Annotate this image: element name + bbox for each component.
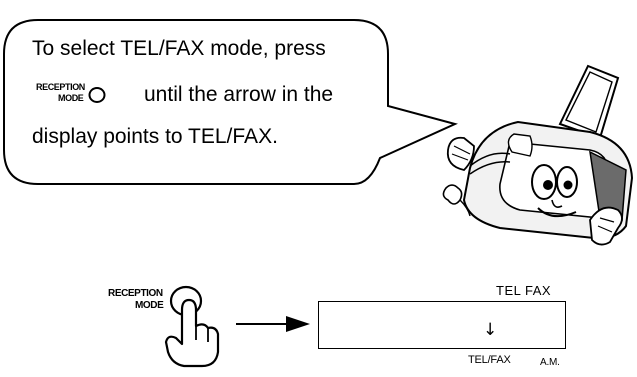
pressing-finger-icon [164, 298, 220, 368]
right-arrow-icon [236, 316, 310, 332]
display-bottom-label-am: A.M. [540, 357, 560, 368]
display-arrow-indicator: ↓ [483, 320, 498, 340]
fax-machine-mascot-illustration [442, 64, 634, 246]
inline-key-label-bottom: MODE [58, 93, 84, 103]
inline-key-circle-icon [88, 87, 106, 103]
callout-line-3: display points to TEL/FAX. [32, 125, 278, 148]
callout-line-2: until the arrow in the [144, 83, 334, 106]
display-top-labels: TEL FAX [496, 283, 552, 298]
lcd-display [318, 301, 566, 349]
reception-mode-label-top: RECEPTION [108, 288, 163, 299]
callout-line-1: To select TEL/FAX mode, press [32, 37, 326, 60]
reception-mode-label-bottom: MODE [135, 300, 164, 311]
inline-key-label-top: RECEPTION [36, 82, 85, 92]
display-bottom-label-telfax: TEL/FAX [468, 354, 511, 366]
inline-reception-mode-key: RECEPTION MODE [36, 82, 142, 106]
